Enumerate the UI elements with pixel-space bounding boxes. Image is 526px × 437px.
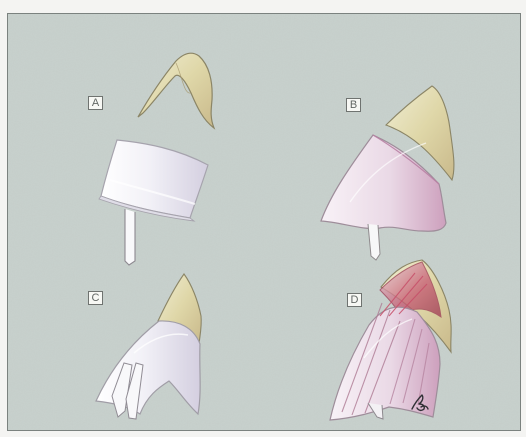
- panel-d-illustration: [330, 260, 451, 420]
- panel-a-tooth: [138, 53, 214, 128]
- panel-label-d: D: [347, 293, 362, 307]
- illustration-frame: A B C D: [7, 13, 521, 431]
- panel-a-illustration: [99, 53, 214, 265]
- artist-signature-mark: [409, 391, 431, 413]
- panel-b-handle: [368, 224, 380, 260]
- panel-a-matrix-sheet: [101, 140, 208, 218]
- dental-matrix-diagram: [8, 14, 521, 431]
- panel-a-handle: [125, 209, 135, 265]
- panel-label-c: C: [88, 291, 103, 305]
- panel-c-illustration: [96, 274, 201, 419]
- panel-label-a: A: [88, 96, 103, 110]
- panel-label-b: B: [346, 98, 361, 112]
- panel-b-illustration: [321, 86, 454, 260]
